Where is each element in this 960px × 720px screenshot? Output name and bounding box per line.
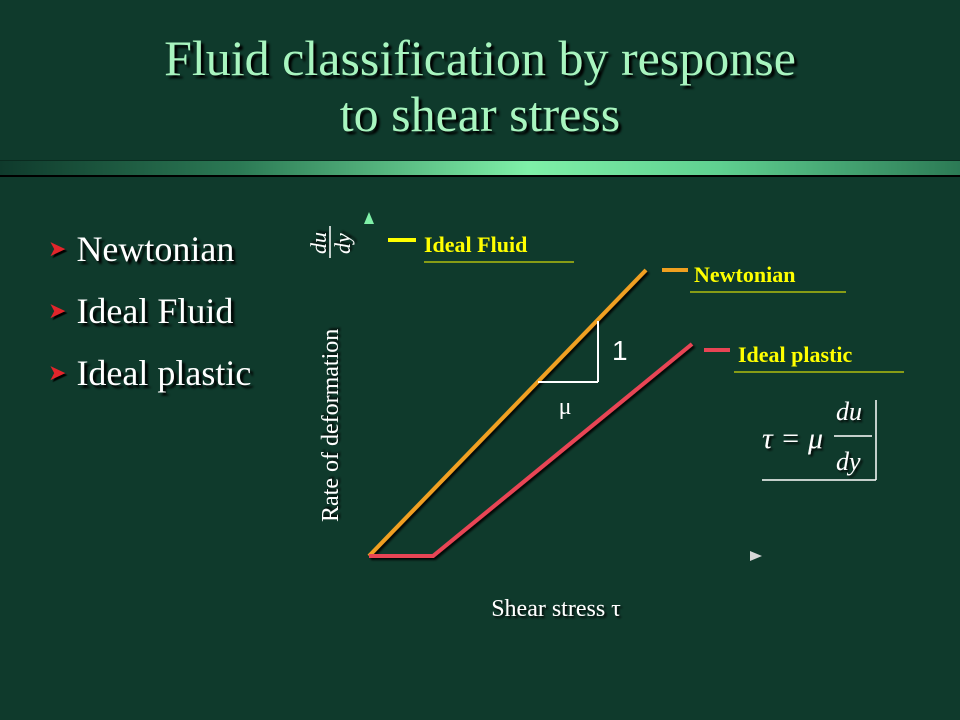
newtonian-line [367,268,648,558]
slope-run-label: μ [559,394,572,420]
bullet-list: ➤ Newtonian ➤ Ideal Fluid ➤ Ideal plasti… [48,218,251,404]
ideal-fluid-label: Ideal Fluid [424,232,527,257]
newton-viscosity-equation: τ = μ du dy [762,397,877,481]
curves [367,268,694,558]
bullet-item-ideal-fluid: ➤ Ideal Fluid [48,280,251,342]
ideal-plastic-line [369,342,694,558]
y-axis-label-numerator: du [306,232,331,254]
y-axis-arrowhead [364,212,374,224]
y-axis-label-group: Rate of deformation du dy [306,226,355,522]
legend-ideal-fluid: Ideal Fluid [388,232,574,263]
x-axis-arrowhead [750,551,762,561]
equation-denominator: dy [836,447,861,476]
title-divider-bar [0,160,960,177]
arrowhead-bullet-icon: ➤ [48,298,67,323]
equation-lhs: τ = μ [762,422,823,455]
y-axis-label: Rate of deformation [318,329,344,522]
bullet-item-ideal-plastic: ➤ Ideal plastic [48,342,251,404]
bullet-label: Newtonian [76,229,235,269]
bullet-item-newtonian: ➤ Newtonian [48,218,251,280]
arrowhead-bullet-icon: ➤ [48,360,67,385]
page-title: Fluid classification by response to shea… [0,30,960,142]
title-line-2: to shear stress [339,86,621,142]
legend-ideal-plastic: Ideal plastic [704,342,904,373]
x-axis-label: Shear stress τ [491,596,621,622]
y-axis-label-denominator: dy [330,233,355,254]
newtonian-label: Newtonian [694,262,795,287]
title-line-1: Fluid classification by response [164,30,796,86]
bullet-label: Ideal Fluid [76,291,234,331]
slope-rise-label: 1 [612,335,628,366]
equation-numerator: du [836,397,862,426]
legend-newtonian: Newtonian [662,262,846,293]
slope-triangle: 1 μ [538,321,628,420]
arrowhead-bullet-icon: ➤ [48,236,67,261]
bullet-label: Ideal plastic [76,353,252,393]
ideal-plastic-label: Ideal plastic [738,342,853,367]
